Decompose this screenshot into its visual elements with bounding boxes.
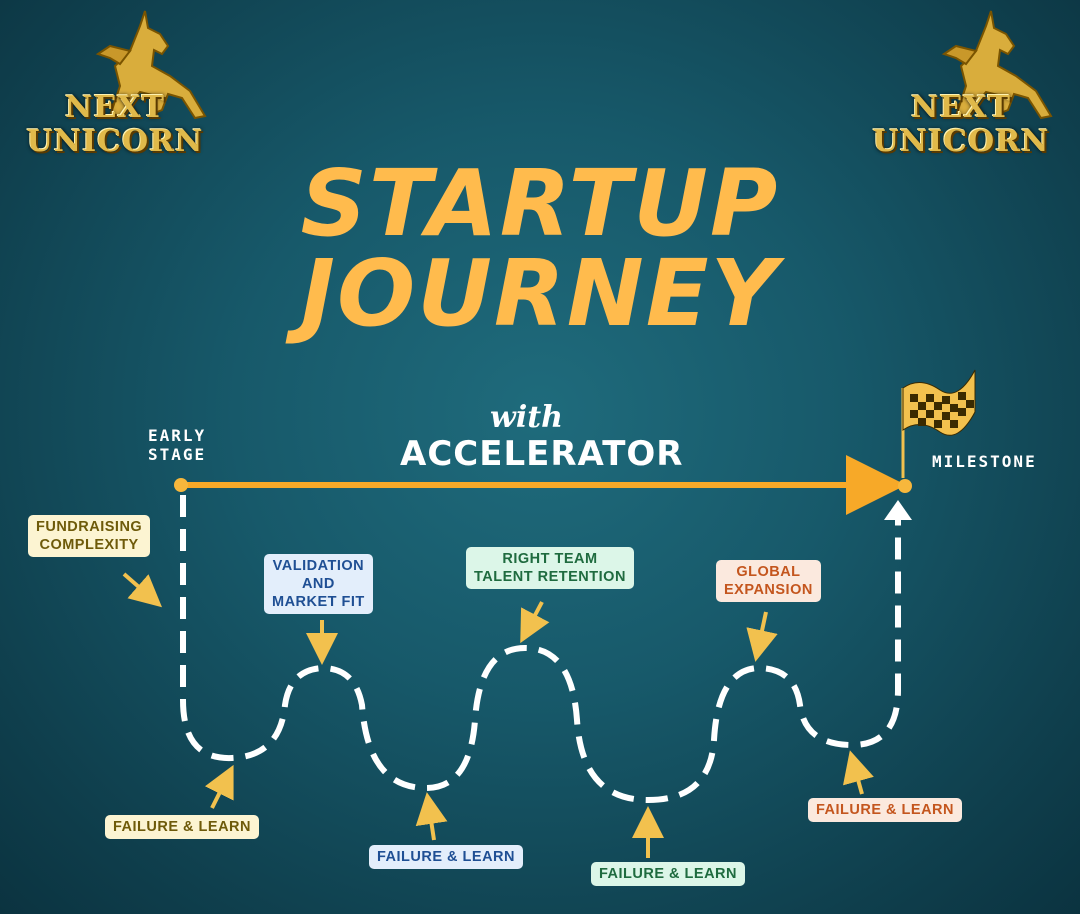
title-line2: JOURNEY — [300, 240, 780, 347]
pointer-failure-4 — [843, 750, 874, 795]
logo-right: NEXT UNICORN — [856, 6, 1066, 166]
milestone-label: MILESTONE — [932, 452, 1037, 471]
tag-line: AND — [301, 576, 335, 592]
pointer-right-team — [520, 601, 550, 644]
tag-line: RIGHT TEAM — [502, 551, 598, 567]
pointer-fundraising — [122, 572, 163, 608]
logo-text-line1: NEXT — [911, 90, 1011, 125]
tag-line: VALIDATION — [272, 558, 365, 574]
tag-line: MARKET FIT — [272, 594, 365, 610]
pointer-global — [746, 611, 778, 662]
tag-line: COMPLEXITY — [39, 537, 139, 553]
tag-right-team: RIGHT TEAM TALENT RETENTION — [466, 547, 634, 589]
checkered-flag-icon — [901, 369, 976, 478]
journey-path — [180, 495, 901, 804]
tag-line: FUNDRAISING — [36, 519, 143, 535]
accelerator-label: ACCELERATOR — [400, 434, 684, 474]
early-stage-line2: STAGE — [148, 445, 207, 464]
logo-text-line2: UNICORN — [872, 124, 1050, 159]
logo-left: NEXT UNICORN — [10, 6, 220, 166]
unicorn-icon — [95, 10, 207, 120]
title-line1: STARTUP — [300, 150, 780, 257]
tag-global-expansion: GLOBAL EXPANSION — [716, 560, 821, 602]
tag-failure-2: FAILURE & LEARN — [369, 845, 523, 869]
unicorn-icon — [941, 10, 1053, 120]
pointer-failure-2 — [415, 792, 448, 841]
tag-fundraising-complexity: FUNDRAISING COMPLEXITY — [28, 515, 151, 557]
pointer-failure-1 — [204, 764, 234, 809]
start-dot — [174, 478, 188, 492]
tag-validation-market-fit: VALIDATION AND MARKET FIT — [264, 554, 373, 614]
tag-line: TALENT RETENTION — [474, 569, 626, 585]
end-dot — [898, 479, 912, 493]
logo-text-line2: UNICORN — [26, 124, 204, 159]
tag-line: EXPANSION — [724, 582, 813, 598]
tag-failure-3: FAILURE & LEARN — [591, 862, 745, 886]
tag-line: GLOBAL — [736, 564, 801, 580]
with-label: with — [490, 400, 563, 435]
logo-text-line1: NEXT — [65, 90, 165, 125]
early-stage-label: EARLY STAGE — [148, 426, 206, 464]
early-stage-line1: EARLY — [148, 426, 207, 445]
up-arrow-icon — [884, 500, 912, 520]
tag-failure-4: FAILURE & LEARN — [808, 798, 962, 822]
tag-failure-1: FAILURE & LEARN — [105, 815, 259, 839]
